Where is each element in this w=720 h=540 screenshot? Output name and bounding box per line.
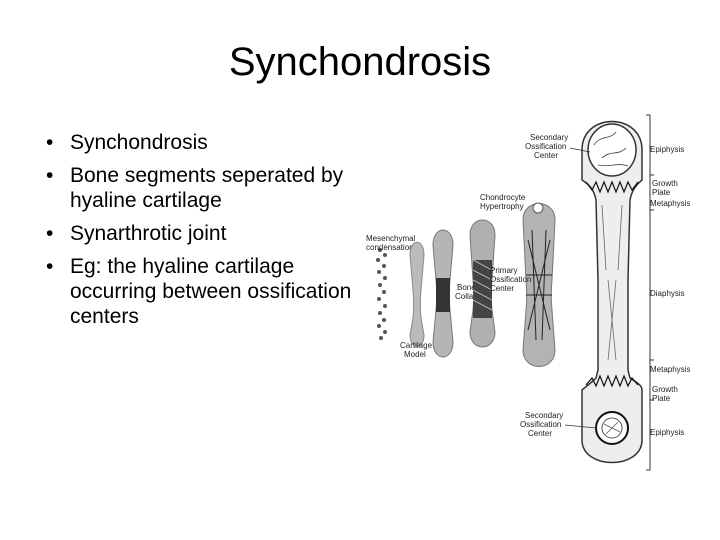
cartilage-model-shape xyxy=(409,241,425,347)
epiphysis-top-label: Epiphysis xyxy=(650,145,684,154)
bullet-text: Synarthrotic joint xyxy=(70,222,227,245)
chondrocyte-label-line2: Hypertrophy xyxy=(480,202,524,211)
slide-title: Synchondrosis xyxy=(228,40,492,84)
cartilage-label-line2: Model xyxy=(404,350,426,359)
secondary-bottom-label-line1: Secondary xyxy=(525,411,563,420)
diaphysis-label: Diaphysis xyxy=(650,289,685,298)
growth-plate-bottom-label-line1: Growth xyxy=(652,385,678,394)
mesenchymal-condensation-shape xyxy=(376,248,387,340)
primary-label-line1: Primary xyxy=(490,266,518,275)
bullet-dot-icon: • xyxy=(46,164,54,187)
hypertrophy-mesh xyxy=(473,260,492,318)
bone-collar-label-line1: Bone xyxy=(457,283,476,292)
secondary-top-label-line1: Secondary xyxy=(530,133,568,142)
bullet-dot-icon: • xyxy=(46,255,54,278)
bullet-text: Synchondrosis xyxy=(70,131,208,154)
growth-plate-top-label-line1: Growth xyxy=(652,179,678,188)
region-bracket xyxy=(646,114,654,471)
cartilage-label-line1: Cartilage xyxy=(400,341,433,350)
bullet-text: Bone segments seperated by hyaline carti… xyxy=(70,164,344,212)
growth-plate-top-label-line2: Plate xyxy=(652,188,671,197)
primary-label-line3: Center xyxy=(490,284,514,293)
top-growth-plate xyxy=(585,180,639,194)
mesenchymal-label-line2: condensation xyxy=(366,243,414,252)
long-bone-shape xyxy=(581,120,643,464)
ossification-stages-figure: Mesenchymal condensation Cartilage Model… xyxy=(366,114,690,471)
growth-plate-bottom-label-line2: Plate xyxy=(652,394,671,403)
secondary-bottom-label-line2: Ossification xyxy=(520,420,561,429)
top-epiphysis-ossification xyxy=(587,123,637,177)
metaphysis-bottom-label: Metaphysis xyxy=(650,365,690,374)
primary-center-trabeculae xyxy=(526,229,552,341)
epiphysis-bottom-label: Epiphysis xyxy=(650,428,684,437)
mesenchymal-label-line1: Mesenchymal xyxy=(366,234,416,243)
secondary-top-label-line2: Ossification xyxy=(525,142,566,151)
bone-collar-band xyxy=(436,278,450,312)
bullet-item: • Synchondrosis xyxy=(42,130,352,155)
bullet-item: • Synarthrotic joint xyxy=(42,221,352,246)
bullet-text: Eg: the hyaline cartilage occurring betw… xyxy=(70,255,352,328)
bottom-growth-plate xyxy=(585,374,639,388)
bullet-item: • Bone segments seperated by hyaline cart… xyxy=(42,163,352,213)
metaphysis-top-label: Metaphysis xyxy=(650,199,690,208)
secondary-top-label-line3: Center xyxy=(534,151,558,160)
bullet-dot-icon: • xyxy=(46,222,54,245)
bullet-item: • Eg: the hyaline cartilage occurring bet… xyxy=(42,254,352,329)
bullet-dot-icon: • xyxy=(46,131,54,154)
primary-label-line2: Ossification xyxy=(490,275,531,284)
bullet-list: • Synchondrosis • Bone segments seperated … xyxy=(42,130,352,337)
chondrocyte-label-line1: Chondrocyte xyxy=(480,193,526,202)
bone-development-diagram: Mesenchymal condensation Cartilage Model… xyxy=(360,110,690,475)
bone-collar-label-line2: Collar xyxy=(455,292,476,301)
secondary-bottom-label-line3: Center xyxy=(528,429,552,438)
